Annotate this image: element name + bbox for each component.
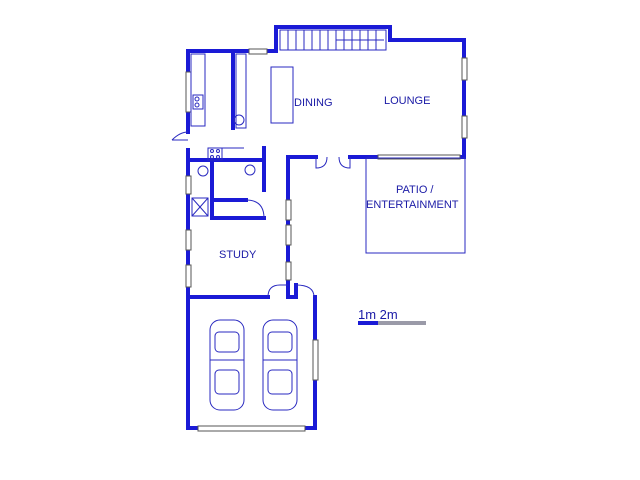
room-label-lounge: LOUNGE	[384, 95, 430, 107]
door-swings	[245, 156, 351, 298]
car-right	[262, 319, 298, 411]
room-label-study: STUDY	[219, 249, 257, 261]
room-label-patio: PATIO /	[396, 184, 434, 196]
kitchen-fittings	[171, 53, 294, 217]
scale-label: 1m 2m	[358, 307, 398, 322]
room-label-entertainment: ENTERTAINMENT	[366, 199, 459, 211]
car-left	[209, 319, 245, 411]
staircase	[279, 29, 387, 51]
patio-area	[365, 157, 466, 254]
room-label-dining: DINING	[294, 97, 333, 109]
walls	[186, 25, 466, 430]
scale-bar: 1m 2m	[358, 307, 426, 325]
